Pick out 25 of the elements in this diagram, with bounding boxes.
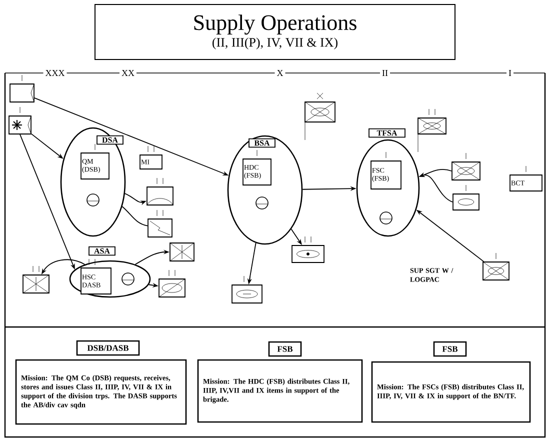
- unit-symbol: [170, 242, 194, 262]
- unit-symbol: [452, 152, 480, 180]
- unit-symbol: [452, 184, 480, 210]
- unit-symbol: [482, 252, 510, 280]
- title-box: Supply Operations (II, III(P), IV, VII & IX): [94, 4, 456, 60]
- unit-symbol: [418, 108, 446, 152]
- unit-symbol: [10, 74, 34, 102]
- node-label: TFSA: [376, 130, 398, 136]
- echelon-label: XX: [120, 68, 136, 78]
- echelon-label: I: [506, 68, 514, 78]
- node-label: ASA: [94, 248, 110, 254]
- unit-symbol: [146, 178, 174, 206]
- unit-symbol: [304, 92, 336, 140]
- unit-symbol: [8, 106, 32, 134]
- echelon-label: X: [274, 68, 286, 78]
- echelon-label: II: [380, 68, 390, 78]
- unit-symbol: [232, 276, 262, 304]
- heading-box: DSB/DASB: [76, 340, 140, 356]
- unit-symbol: [292, 236, 324, 263]
- echelon-label: XXX: [43, 68, 67, 78]
- unit-symbol: [22, 266, 50, 294]
- unit-symbol: [148, 210, 172, 238]
- unit-symbol: [158, 270, 186, 298]
- heading-box: FSB: [433, 341, 467, 357]
- heading-box: FSB: [268, 341, 302, 357]
